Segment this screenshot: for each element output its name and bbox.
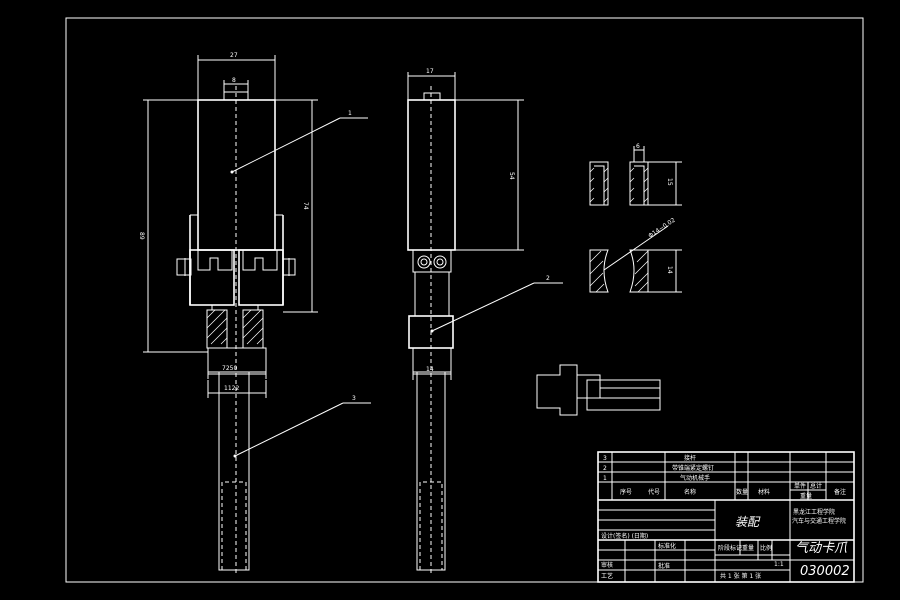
balloon-2: 2	[546, 275, 550, 282]
front-right-jaw	[242, 309, 264, 349]
weight2-label: 重量	[742, 544, 754, 552]
front-rod	[218, 371, 250, 571]
front-view	[176, 86, 296, 575]
school-line-1: 黑龙江工程学院	[793, 508, 835, 516]
scale-label: 比例	[760, 544, 772, 552]
title-block: 3 接杆 2 带锥端紧定螺钉 1 气动机械手 序号 代号 名称 数量 材料 单件…	[597, 451, 855, 583]
parts-header-material: 材料	[758, 488, 770, 496]
front-dimensions: 27 8 89 74 7250 1122	[138, 52, 318, 398]
side-view	[407, 86, 456, 575]
designer-row: 设计(签名) (日期)	[601, 532, 648, 540]
drawing-number: 030002	[800, 564, 850, 579]
parts-row-3-no: 1	[603, 475, 607, 482]
parts-row-2-no: 2	[603, 465, 607, 472]
dim-side-width: 17	[426, 68, 434, 75]
balloon-1: 1	[348, 110, 352, 117]
dim-detail-arc: Φ14~0.02	[647, 217, 677, 240]
parts-row-1-no: 3	[603, 455, 607, 462]
review-label: 审核	[601, 561, 613, 569]
leaders: 1 2 3	[230, 110, 563, 458]
stage-label: 阶段标记	[718, 544, 742, 552]
dim-side-lower-width: 14	[426, 366, 434, 373]
parts-row-3-name: 气动机械手	[680, 474, 710, 482]
dim-front-bottom-width: 1122	[224, 385, 239, 392]
detail-views: 6 15 Φ14~0.02 14	[536, 143, 682, 416]
parts-header-unit: 单件	[794, 482, 806, 490]
parts-row-1-name: 接杆	[684, 454, 696, 462]
parts-header-name: 名称	[684, 488, 696, 496]
dim-detail-width: 6	[636, 143, 640, 150]
scale-value: 1:1	[774, 561, 784, 568]
dim-front-slot: 8	[232, 77, 236, 84]
parts-header-no: 序号	[620, 488, 632, 496]
dim-front-body-height: 74	[302, 202, 309, 210]
sheet-info: 共 1 张 第 1 张	[720, 572, 761, 580]
process-label: 工艺	[601, 572, 613, 580]
parts-header-qty: 数量	[736, 488, 748, 496]
front-left-pin	[176, 258, 192, 276]
parts-header-remark: 备注	[834, 488, 846, 496]
school-line-2: 汽车与交通工程学院	[792, 517, 846, 525]
dim-detail-height: 15	[666, 178, 673, 186]
drawing-title: 气动卡爪	[795, 541, 848, 556]
front-left-jaw	[206, 309, 228, 349]
approve-label: 批准	[658, 562, 670, 570]
dim-front-lower-width: 7250	[222, 365, 237, 372]
dim-front-width-top: 27	[230, 52, 238, 59]
parts-header-code: 代号	[648, 488, 660, 496]
drawing-border	[65, 17, 864, 583]
front-right-claw	[238, 249, 284, 306]
parts-header-weight: 重量	[800, 492, 812, 500]
side-dimensions: 17 54 14	[407, 68, 524, 380]
dim-front-total-height: 89	[138, 232, 145, 240]
balloon-3: 3	[352, 395, 356, 402]
standard-label: 标准化	[658, 542, 676, 550]
parts-header-total: 总计	[810, 482, 822, 490]
dim-detail-arc-height: 14	[666, 266, 673, 274]
dim-side-height: 54	[508, 172, 515, 180]
side-pin-block	[412, 249, 452, 273]
parts-row-2-name: 带锥端紧定螺钉	[672, 464, 714, 472]
assembly-label: 装配	[735, 515, 761, 529]
